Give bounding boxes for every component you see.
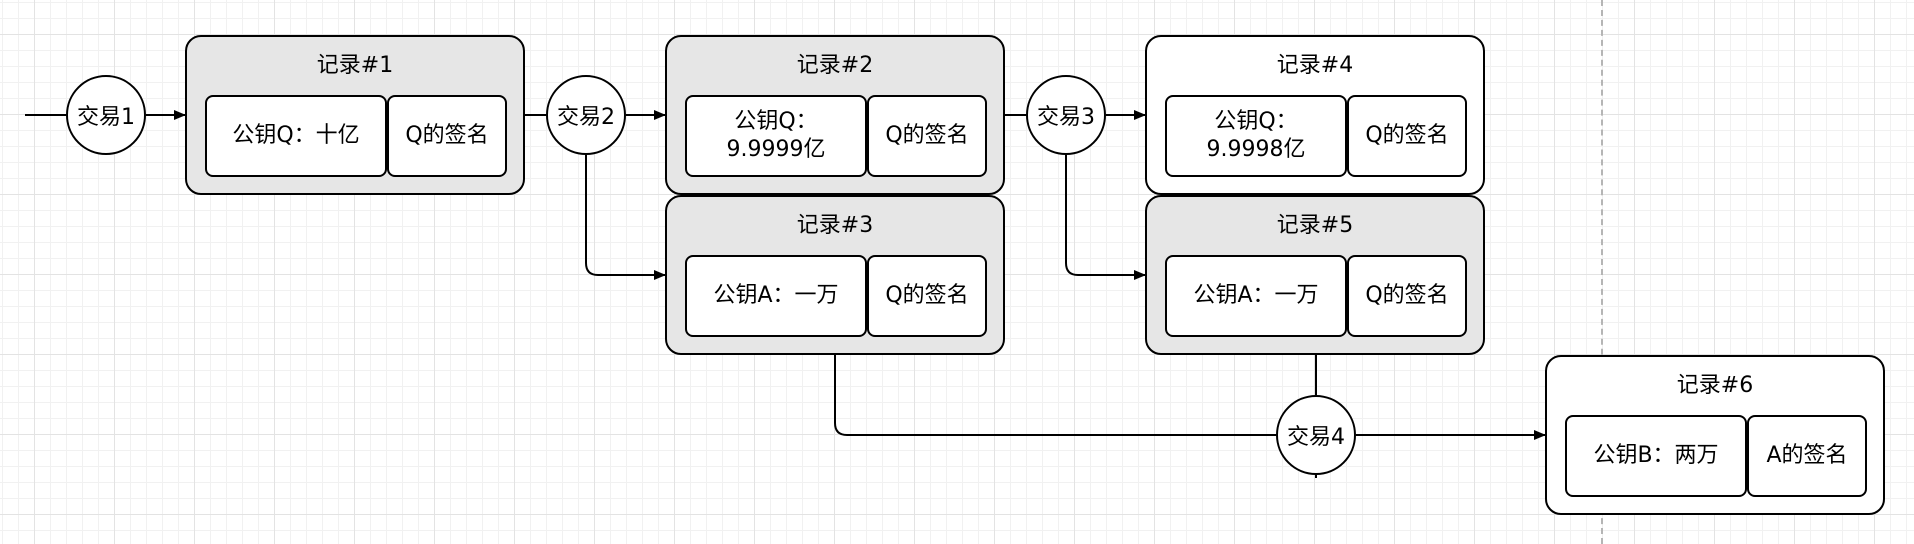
transaction-2-node: 交易2: [546, 75, 626, 155]
public-key-cell: 公钥Q： 9.9999亿: [685, 95, 867, 177]
record-title: 记录#5: [1276, 213, 1354, 238]
record-6: 记录#6 公钥B：两万 A的签名: [1545, 355, 1885, 515]
signature-cell: Q的签名: [387, 95, 507, 177]
signature-cell: Q的签名: [867, 95, 987, 177]
transaction-1-node: 交易1: [66, 75, 146, 155]
record-title: 记录#2: [796, 53, 874, 78]
public-key-cell: 公钥A：一万: [685, 255, 867, 337]
signature-cell: Q的签名: [867, 255, 987, 337]
record-title: 记录#4: [1276, 53, 1354, 78]
record-1: 记录#1 公钥Q：十亿 Q的签名: [185, 35, 525, 195]
public-key-cell: 公钥Q：十亿: [205, 95, 387, 177]
signature-cell: A的签名: [1747, 415, 1867, 497]
edge-record3-to-tx4: [834, 355, 1276, 436]
signature-cell: Q的签名: [1347, 255, 1467, 337]
record-title: 记录#6: [1676, 373, 1754, 398]
record-3: 记录#3 公钥A：一万 Q的签名: [665, 195, 1005, 355]
record-5: 记录#5 公钥A：一万 Q的签名: [1145, 195, 1485, 355]
record-2: 记录#2 公钥Q： 9.9999亿 Q的签名: [665, 35, 1005, 195]
record-title: 记录#3: [796, 213, 874, 238]
record-4: 记录#4 公钥Q： 9.9998亿 Q的签名: [1145, 35, 1485, 195]
record-title: 记录#1: [316, 53, 394, 78]
public-key-cell: 公钥Q： 9.9998亿: [1165, 95, 1347, 177]
signature-cell: Q的签名: [1347, 95, 1467, 177]
transaction-3-node: 交易3: [1026, 75, 1106, 155]
public-key-cell: 公钥B：两万: [1565, 415, 1747, 497]
public-key-cell: 公钥A：一万: [1165, 255, 1347, 337]
edge-tx3-to-record5: [1065, 155, 1146, 280]
dashed-divider: [1601, 0, 1603, 544]
edge-tx2-to-record3: [585, 155, 666, 280]
transaction-4-node: 交易4: [1276, 395, 1356, 475]
